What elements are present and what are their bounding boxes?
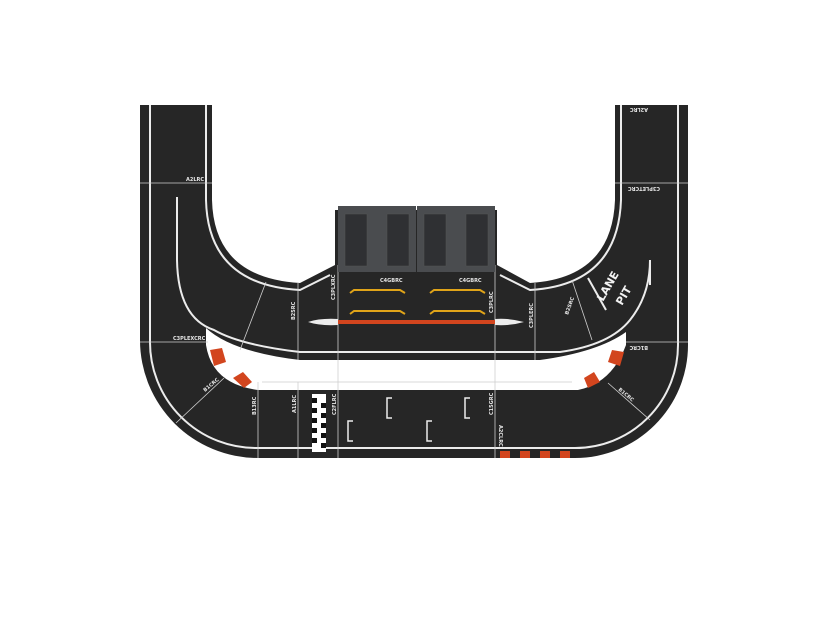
piece-dividers (140, 182, 688, 458)
pit-lane-divider (587, 277, 607, 311)
grid-position-marks (347, 397, 470, 442)
pit-entry-chevron-right (495, 318, 524, 326)
label-grid-left: C4GBRC (380, 278, 403, 284)
label-grid-right: C4GBRC (459, 278, 482, 284)
starting-grid-building (338, 206, 495, 272)
label-straight-c15: C15GRC (489, 392, 495, 415)
label-start-finish: C2FLRC (332, 393, 338, 415)
label-right-pit-entry-piece: C3PLERC (529, 303, 535, 328)
label-right-crossover: C3PLETCRC (628, 185, 660, 191)
start-finish-line (312, 394, 326, 452)
infield-gap (206, 328, 626, 390)
lane-lines (148, 105, 679, 450)
label-left-inner-curve: B13RC (252, 396, 258, 415)
label-right-pit-exit: C3PLRC (489, 291, 495, 313)
label-straight-a1: A1LRC (292, 395, 298, 413)
pit-lane-red-strip (338, 320, 495, 324)
label-right-outer-curve-top: B1CRC (629, 344, 648, 350)
label-left-pit-curve: B25RC (291, 301, 297, 320)
label-left-crossover: C3PLEXCRC (173, 336, 206, 342)
pit-boxes (349, 289, 486, 315)
label-left-top-straight: A2LRC (186, 177, 204, 183)
label-left-pit-entry: C3PLXRC (331, 274, 337, 300)
pit-entry-chevron-left (308, 318, 338, 326)
label-straight-a2c: A2CLRC (497, 425, 503, 447)
curbs-left (210, 348, 252, 388)
curbs-right (584, 350, 624, 388)
label-right-top-straight: A2LRC (630, 106, 648, 112)
curbs-bottom (500, 451, 570, 458)
